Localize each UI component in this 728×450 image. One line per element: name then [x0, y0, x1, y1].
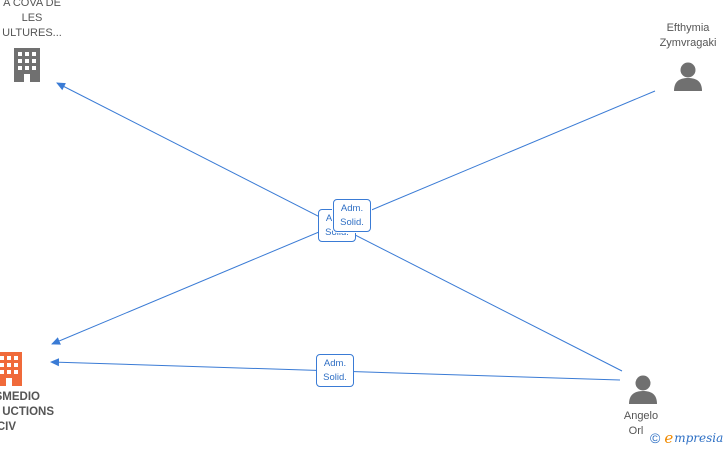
- company-top-label[interactable]: A COVA DE LES ULTURES...: [0, 0, 72, 41]
- brand-logo-e: e: [664, 429, 674, 447]
- edge-label-angelo-top-adm-solid[interactable]: Adm. Solid.: [333, 199, 371, 232]
- person-efthymia-label-line1: Efthymia: [666, 22, 710, 34]
- edge-label-line2: Solid.: [323, 372, 347, 383]
- company-bottom-label[interactable]: SMEDIO UCTIONS CIV: [0, 390, 54, 435]
- copyright-icon: ©: [650, 430, 661, 446]
- brand-logo-text: mpresia: [674, 431, 724, 445]
- company-top-label-line1: A COVA DE: [3, 0, 61, 9]
- edge-label-line2: Solid.: [325, 227, 349, 238]
- person-efthymia-label[interactable]: Efthymia Zymvragaki: [640, 21, 728, 51]
- edge-label-angelo-bottom-adm-solid[interactable]: Adm. Solid.: [316, 354, 354, 387]
- edge-label-line2: Solid.: [340, 217, 364, 228]
- person-efthymia-label-line2: Zymvragaki: [659, 37, 717, 49]
- company-bottom-label-line1: SMEDIO: [0, 391, 40, 403]
- company-top-label-line2: LES: [21, 12, 43, 24]
- building-icon[interactable]: [0, 350, 24, 386]
- person-icon[interactable]: [628, 374, 658, 404]
- person-angelo-label-line1: Angelo: [623, 410, 659, 422]
- person-angelo-label-line2: Orl: [628, 425, 644, 437]
- edge-label-line1: Adm.: [340, 203, 364, 214]
- company-bottom-label-line2: UCTIONS: [2, 406, 54, 418]
- edge-label-line1: Adm.: [323, 358, 347, 369]
- empresia-watermark: © e mpresia: [650, 428, 723, 448]
- company-top-label-line3: ULTURES...: [2, 27, 62, 39]
- person-icon[interactable]: [673, 61, 703, 91]
- company-bottom-label-line3: CIV: [0, 421, 16, 433]
- building-icon[interactable]: [12, 46, 42, 82]
- person-angelo-label[interactable]: Angelo Orl: [612, 409, 670, 439]
